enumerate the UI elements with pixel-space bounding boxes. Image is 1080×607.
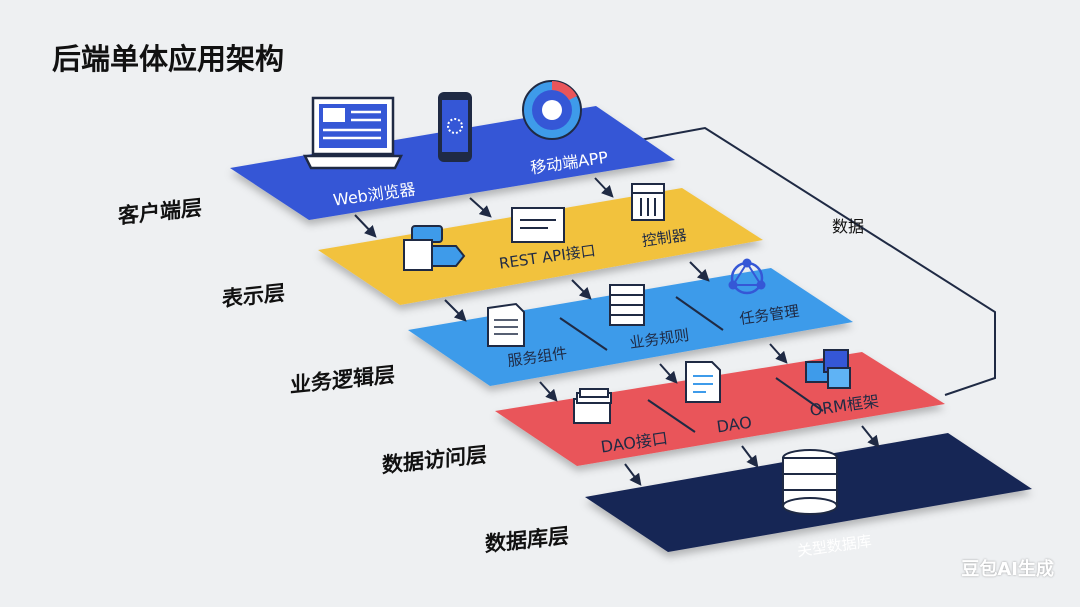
rest-api-window-icon xyxy=(511,207,565,243)
data-connector-line xyxy=(639,126,996,396)
data-access-layer: DAO接口 DAO ORM框架 xyxy=(495,349,945,466)
client-layer: Web浏览器 移动端APP xyxy=(230,80,675,220)
arrow-data-access-to-database xyxy=(861,425,880,448)
db-item-relational: 关型数据库 xyxy=(796,532,873,560)
arrow-presentation-to-business xyxy=(571,279,592,300)
database-icon xyxy=(782,449,838,515)
side-connector-label: 数据 xyxy=(832,217,864,236)
da-item-dao: DAO xyxy=(715,413,753,437)
rules-stack-icon xyxy=(609,284,645,326)
flow-arrows xyxy=(354,177,880,486)
document-icon xyxy=(685,361,721,403)
arrow-client-to-presentation xyxy=(469,197,492,218)
arrow-presentation-to-business xyxy=(689,261,710,282)
watermark-text: 豆包AI生成 xyxy=(961,559,1054,580)
diagram-title: 后端单体应用架构 xyxy=(52,42,285,76)
laptop-icon xyxy=(302,96,404,170)
smartphone-icon xyxy=(438,92,472,162)
server-doc-icon xyxy=(487,302,525,347)
arrow-data-access-to-database xyxy=(741,445,759,468)
arrow-presentation-to-business xyxy=(444,299,467,322)
arrow-business-to-data-access xyxy=(769,343,788,364)
business-layer: 服务组件 业务规则 任务管理 xyxy=(408,258,853,386)
arrow-business-to-data-access xyxy=(539,381,558,402)
orm-blocks-icon xyxy=(805,349,851,389)
api-blocks-icon xyxy=(403,225,466,271)
controller-server-icon xyxy=(631,183,665,221)
arrow-business-to-data-access xyxy=(659,363,678,384)
task-network-icon xyxy=(728,258,766,295)
app-ring-icon xyxy=(522,80,582,140)
arrow-data-access-to-database xyxy=(624,463,642,486)
presentation-layer: REST API接口 控制器 xyxy=(318,183,763,305)
folder-stack-icon xyxy=(573,388,612,424)
arrow-client-to-presentation xyxy=(594,177,614,198)
arrow-client-to-presentation xyxy=(354,214,377,238)
